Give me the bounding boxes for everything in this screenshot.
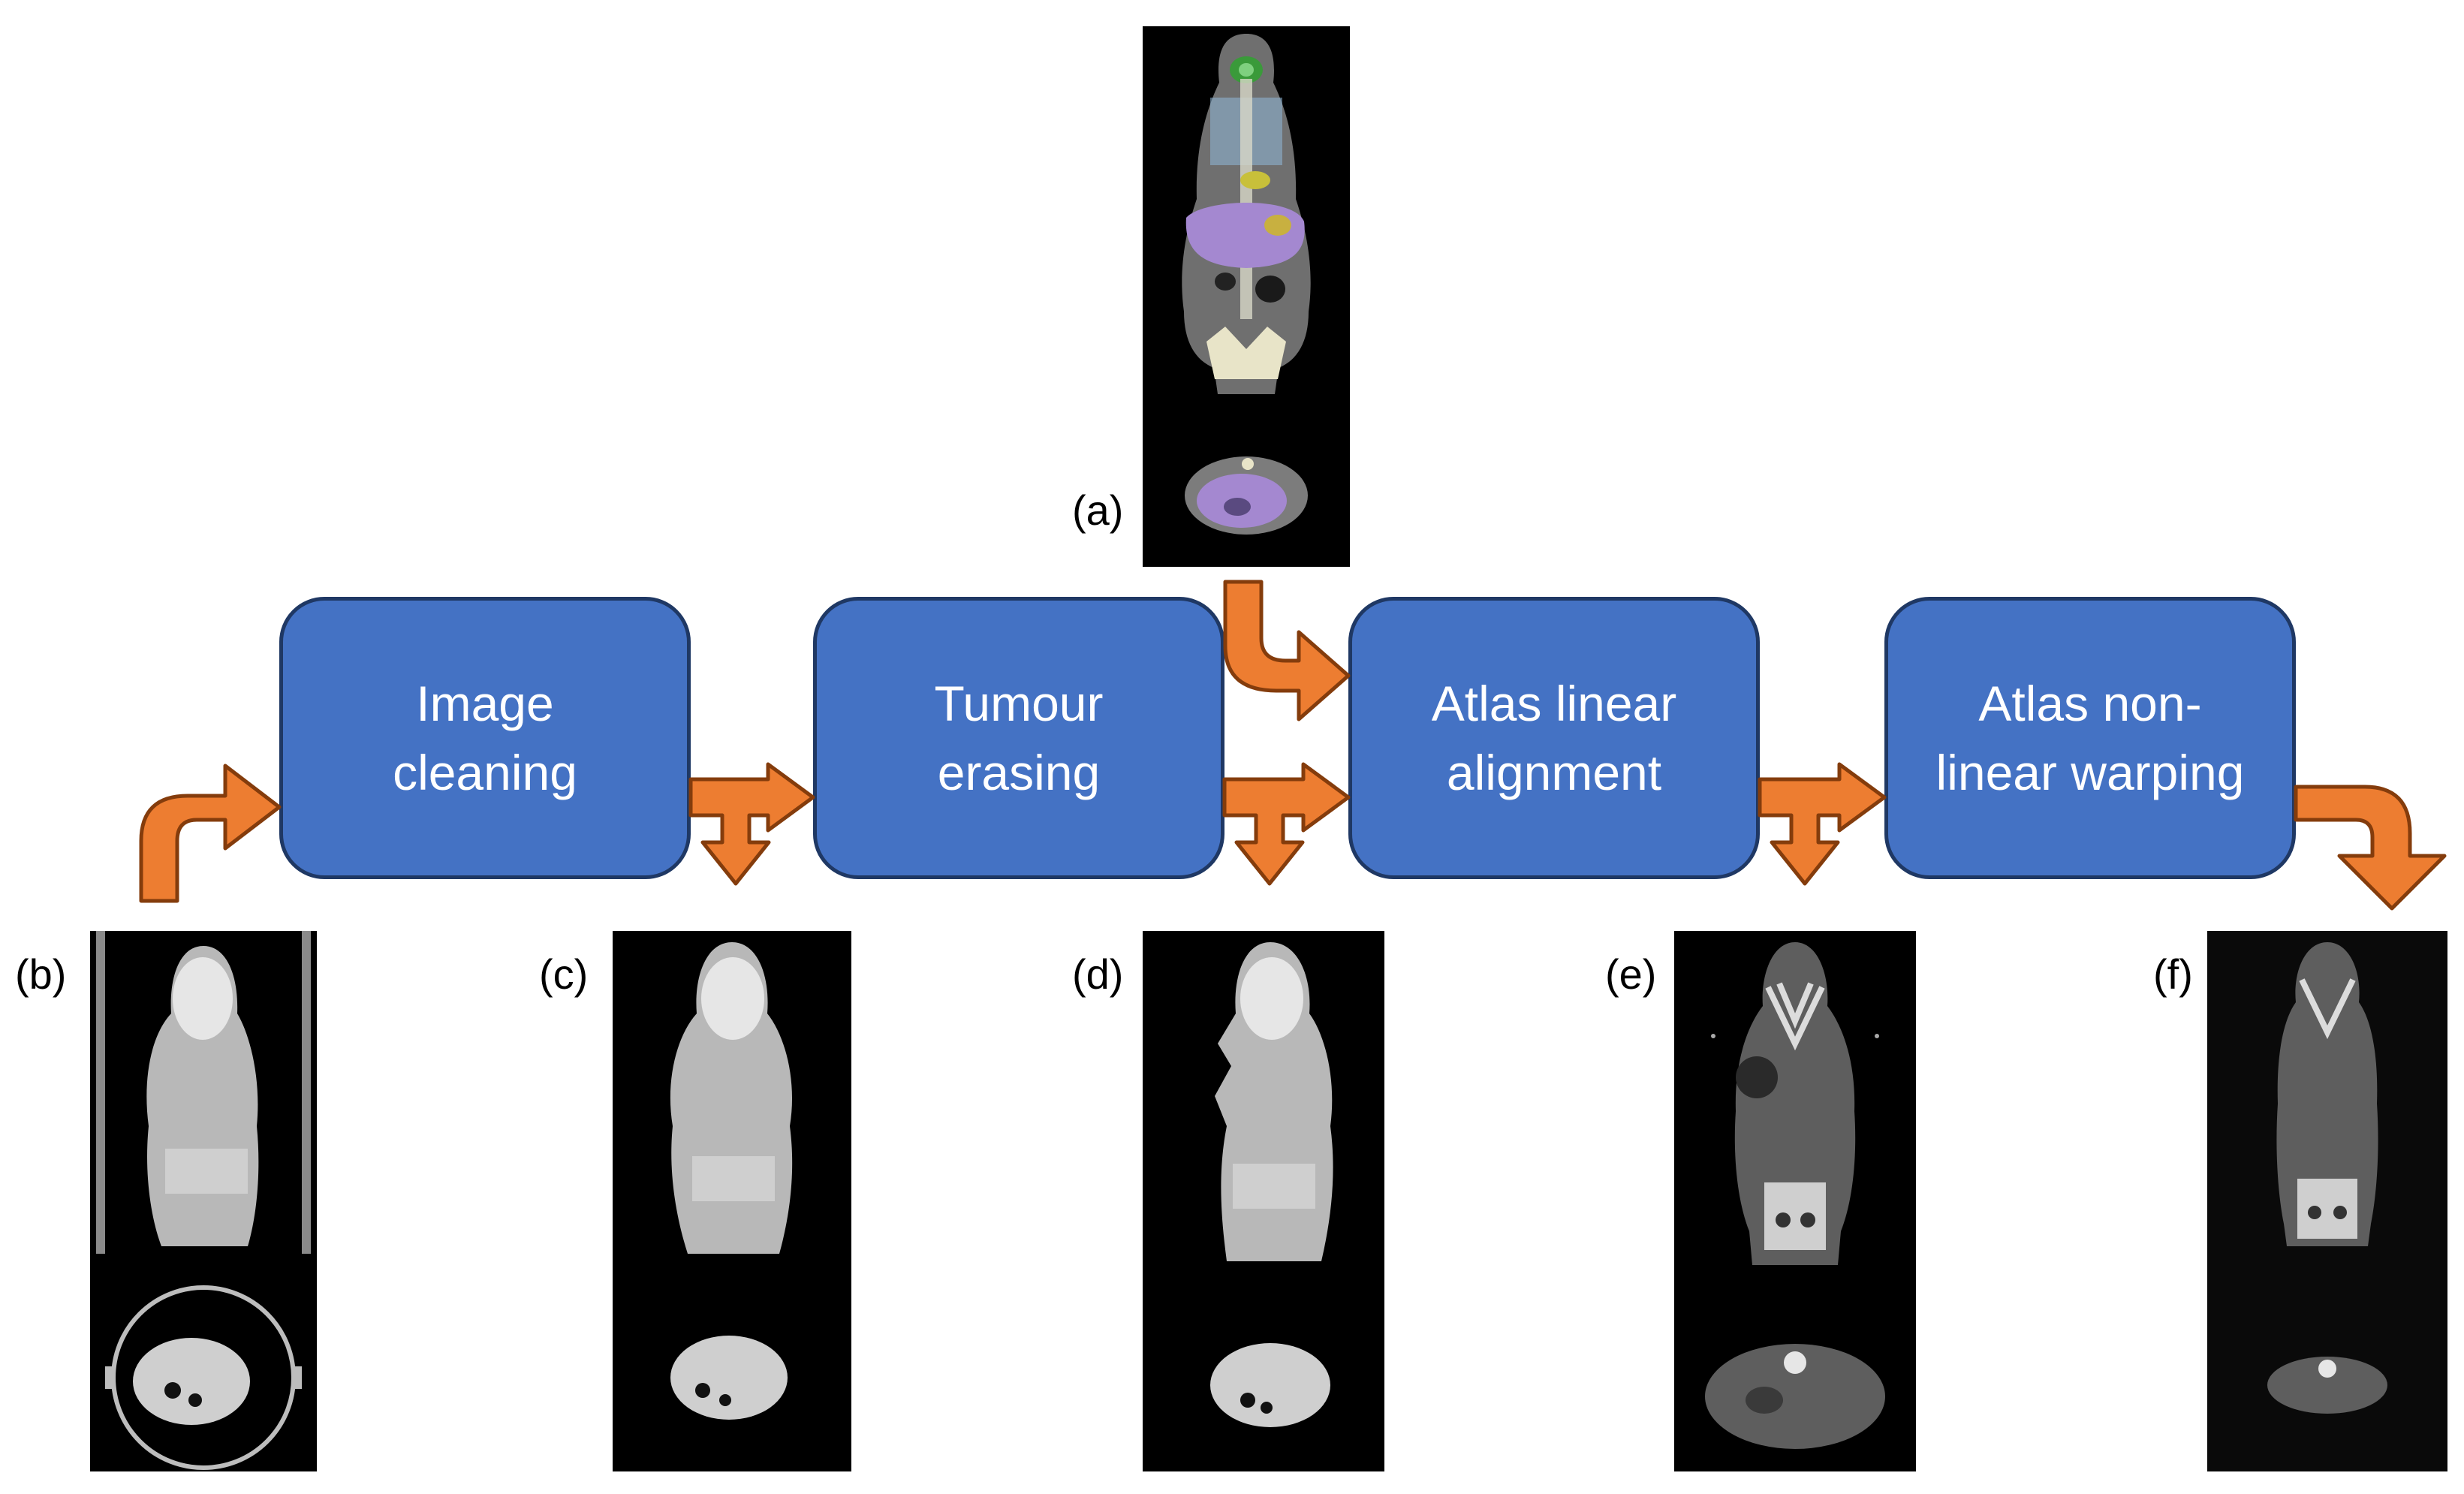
- atlas-ct-image: [1143, 26, 1350, 567]
- step-label: Image cleaning: [393, 676, 577, 800]
- tumour-erased-ct-graphic: [1143, 931, 1384, 1471]
- step-label: Atlas non- linear warping: [1935, 676, 2245, 800]
- step-atlas-nonlinear-warping: Atlas non- linear warping: [1884, 597, 2296, 879]
- raw-ct-graphic: [90, 931, 317, 1471]
- arrow-cleaning-to-erasing: [688, 762, 815, 886]
- panel-label-d: (d): [1072, 950, 1124, 998]
- raw-ct-image: [90, 931, 317, 1471]
- arrow-erasing-to-alignment: [1222, 762, 1351, 886]
- step-image-cleaning: Image cleaning: [279, 597, 691, 879]
- cleaned-ct-graphic: [613, 931, 851, 1471]
- step-label: Tumour erasing: [934, 676, 1104, 800]
- tumour-erased-ct-image: [1143, 931, 1384, 1471]
- atlas-ct-graphic: [1143, 26, 1350, 567]
- arrow-warping-to-output: [2294, 785, 2447, 911]
- cleaned-ct-image: [613, 931, 851, 1471]
- warped-ct-graphic: [2207, 931, 2447, 1471]
- aligned-ct-graphic: [1674, 931, 1916, 1471]
- arrow-alignment-to-warping: [1758, 762, 1887, 886]
- panel-label-c: (c): [539, 950, 589, 998]
- panel-label-f: (f): [2153, 950, 2193, 998]
- aligned-ct-image: [1674, 931, 1916, 1471]
- arrow-input-to-cleaning: [139, 764, 282, 903]
- warped-ct-image: [2207, 931, 2447, 1471]
- step-label: Atlas linear alignment: [1431, 676, 1677, 800]
- panel-label-e: (e): [1605, 950, 1657, 998]
- panel-label-b: (b): [15, 950, 67, 998]
- arrow-atlas-to-alignment: [1223, 580, 1351, 721]
- step-tumour-erasing: Tumour erasing: [813, 597, 1224, 879]
- panel-label-a: (a): [1072, 486, 1124, 534]
- step-atlas-linear-alignment: Atlas linear alignment: [1348, 597, 1760, 879]
